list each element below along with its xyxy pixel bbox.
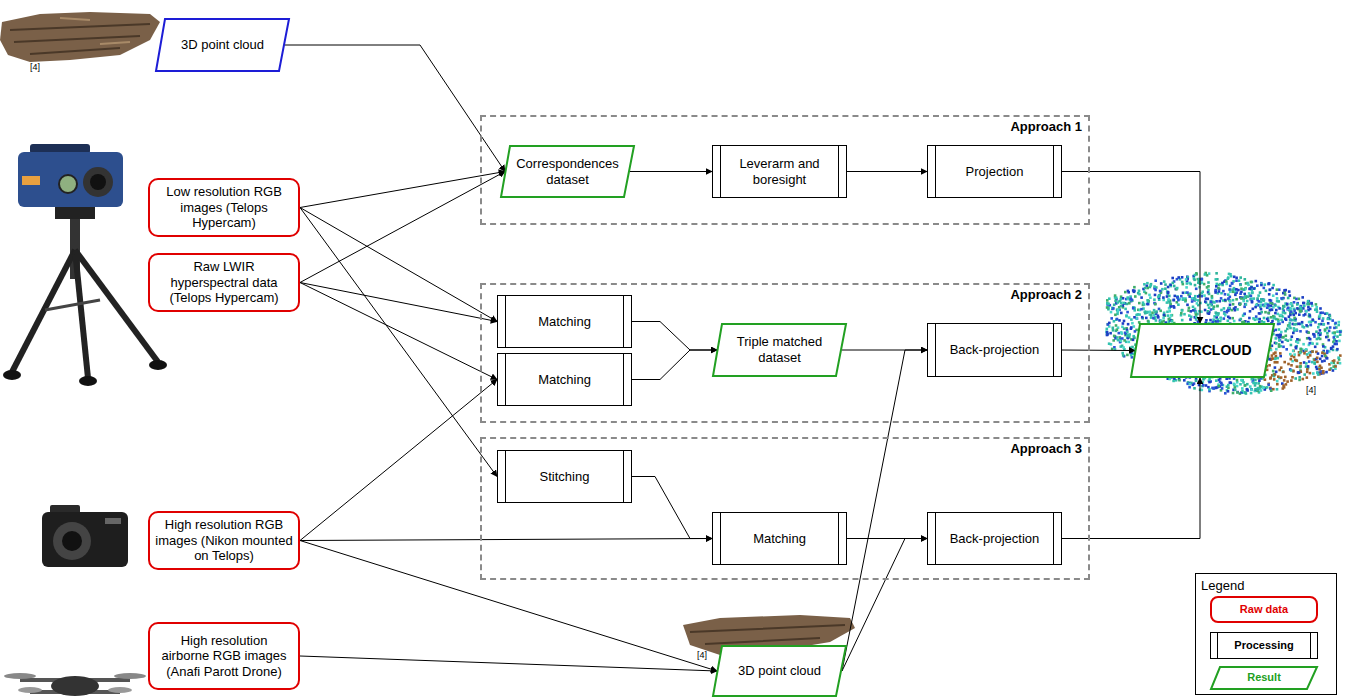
- node-label: Stitching: [511, 469, 618, 485]
- connector: [300, 541, 717, 672]
- citation-ref: [4]: [1306, 385, 1316, 395]
- nikon-camera: [42, 505, 128, 567]
- node-label: HYPERCLOUD: [1146, 342, 1259, 359]
- node-label: High resolution airborne RGB images (Ana…: [155, 633, 293, 680]
- connector: [842, 350, 927, 671]
- process-box: Matching: [497, 295, 632, 348]
- connector: [842, 539, 927, 672]
- node-label: Triple matched dataset: [728, 334, 831, 365]
- connector: [1062, 378, 1200, 539]
- connector: [300, 208, 497, 322]
- node-label: Matching: [511, 372, 618, 388]
- legend-sample: Processing: [1210, 632, 1318, 659]
- result-parallelogram: HYPERCLOUD: [1130, 323, 1275, 378]
- legend-title: Legend: [1201, 578, 1244, 593]
- process-box: Matching: [497, 353, 632, 406]
- node-label: 3D point cloud: [728, 663, 831, 679]
- raw-data-box: Low resolution RGB images (Telops Hyperc…: [148, 178, 300, 237]
- process-box: Matching: [712, 512, 847, 565]
- approach-group: Approach 3 StitchingMatching Back-projecti…: [480, 437, 1090, 580]
- connector: [300, 208, 497, 477]
- process-box: Back-projection: [927, 512, 1062, 565]
- citation-ref: [4]: [30, 62, 40, 72]
- legend-entry: Processing: [1234, 639, 1293, 652]
- node-label: Projection: [941, 164, 1048, 180]
- group-title: Approach 2: [1010, 287, 1082, 303]
- tree-log-top: [0, 12, 160, 62]
- connector: [300, 172, 505, 208]
- node-label: Matching: [726, 531, 833, 547]
- group-title: Approach 1: [1010, 119, 1082, 135]
- group-title: Approach 3: [1010, 441, 1082, 457]
- node-label: Matching: [511, 314, 618, 330]
- approach-group: Approach 2MatchingMatchingTriple matched…: [480, 283, 1090, 423]
- result-parallelogram: 3D point cloud: [712, 645, 847, 697]
- connector: [630, 171, 712, 172]
- connector: [300, 172, 505, 283]
- node-label: Back-projection: [941, 531, 1048, 547]
- hypercloud-point-cloud: [1105, 272, 1342, 395]
- citation-ref: [4]: [697, 650, 707, 660]
- drone: [4, 673, 146, 696]
- connector: [285, 45, 505, 172]
- connector: [1062, 350, 1135, 352]
- process-box: Leverarm and boresight: [712, 145, 847, 198]
- node-label: Raw LWIR hyperspectral data (Telops Hype…: [155, 259, 293, 306]
- raw-data-box: High resolution airborne RGB images (Ana…: [148, 622, 300, 690]
- connector: [300, 539, 712, 541]
- raw-data-box: High resolution RGB images (Nikon mounte…: [148, 511, 300, 570]
- process-box: Projection: [927, 145, 1062, 198]
- node-label: Low resolution RGB images (Telops Hyperc…: [155, 184, 293, 231]
- connector: [300, 283, 497, 380]
- connector: [300, 656, 717, 671]
- approach-group: Approach 1 Correspondences dataset Leverar…: [480, 115, 1090, 225]
- process-box: Stitching: [497, 450, 632, 503]
- connector: [632, 322, 717, 351]
- connector: [300, 283, 497, 322]
- node-label: High resolution RGB images (Nikon mounte…: [155, 517, 293, 564]
- legend-entry: Result: [1247, 671, 1281, 684]
- raw-data-box: Raw LWIR hyperspectral data (Telops Hype…: [148, 253, 300, 312]
- legend-sample: Raw data: [1210, 596, 1318, 623]
- legend-sample: Result: [1210, 666, 1318, 690]
- result-parallelogram: Triple matched dataset: [712, 323, 847, 377]
- node-label: 3D point cloud: [171, 37, 274, 53]
- result-parallelogram: Correspondences dataset: [500, 145, 635, 198]
- legend-entry: Raw data: [1240, 603, 1288, 616]
- node-label: Back-projection: [941, 342, 1048, 358]
- telops-camera: [3, 144, 167, 386]
- node-label: Correspondences dataset: [516, 156, 619, 187]
- connector: [632, 350, 717, 380]
- connector: [300, 380, 497, 541]
- connector: [1062, 172, 1200, 324]
- result-parallelogram: 3D point cloud: [155, 18, 290, 72]
- connector: [632, 477, 712, 539]
- connector: [847, 171, 927, 172]
- node-label: Leverarm and boresight: [726, 156, 833, 187]
- process-box: Back-projection: [927, 323, 1062, 377]
